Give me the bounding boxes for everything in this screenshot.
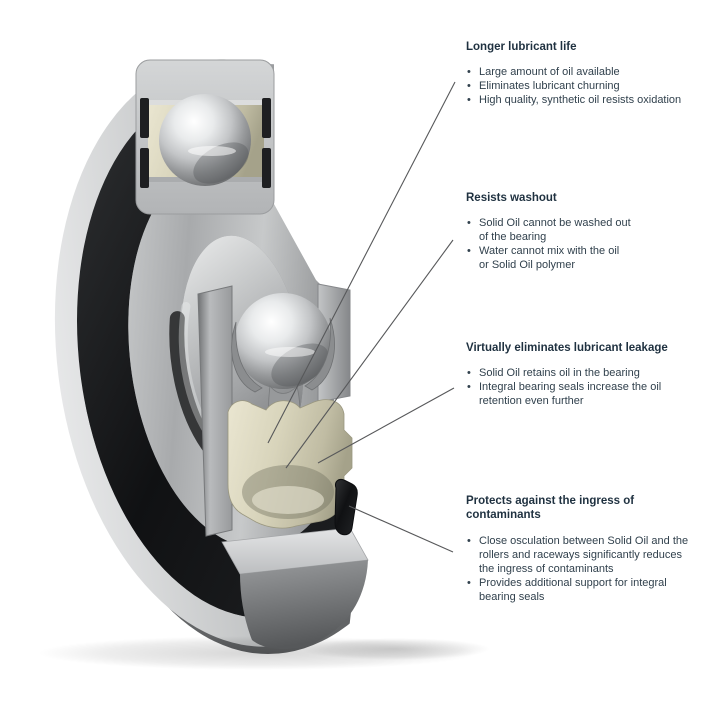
annotation-bullet: Integral bearing seals increase the oil … [466, 380, 705, 408]
seal-section-right-lower [262, 148, 271, 188]
leader-line-lubricant-life [267, 81, 456, 444]
bearing-ball-mid [235, 293, 331, 389]
annotation-block-contaminants: Protects against the ingress of contamin… [466, 494, 705, 604]
annotation-block-lubricant-life: Longer lubricant life Large amount of oi… [466, 40, 705, 107]
annotation-heading: Longer lubricant life [466, 41, 577, 53]
annotation-bullet: Close osculation between Solid Oil and t… [466, 534, 705, 576]
seal-section-left-upper [140, 98, 149, 138]
annotation-bullet-list: Solid Oil cannot be washed out of the be… [466, 216, 705, 272]
mid-section [197, 283, 369, 649]
cage-left-claw [231, 321, 263, 393]
annotation-bullet-list: Solid Oil retains oil in the bearing Int… [466, 366, 705, 408]
annotation-bullet-list: Close osculation between Solid Oil and t… [466, 534, 705, 604]
annotation-bullet: Large amount of oil available [466, 65, 705, 79]
inner-ring-front-face [240, 560, 368, 649]
top-section [135, 59, 275, 215]
leader-line-contaminants [348, 505, 454, 553]
annotation-heading: Resists washout [466, 192, 557, 204]
annotation-heading: Virtually eliminates lubricant leakage [466, 342, 668, 354]
annotation-heading: Protects against the ingress of contamin… [466, 495, 635, 521]
leader-line-leakage [317, 387, 455, 464]
annotation-block-washout: Resists washout Solid Oil cannot be wash… [466, 191, 705, 272]
integral-seal [334, 479, 358, 536]
annotation-bullet: Solid Oil retains oil in the bearing [466, 366, 705, 380]
leader-lines [267, 81, 456, 553]
annotation-bullet: Provides additional support for integral… [466, 576, 705, 604]
annotation-bullet-list: Large amount of oil available Eliminates… [466, 65, 705, 107]
solid-oil-pocket-light [252, 486, 324, 514]
ground-shadow-right [300, 638, 490, 660]
annotation-bullet: High quality, synthetic oil resists oxid… [466, 93, 705, 107]
seal-section-right-upper [262, 98, 271, 138]
annotation-bullet: Eliminates lubricant churning [466, 79, 705, 93]
cage-right-claw [304, 317, 335, 391]
ball-top-streak [188, 146, 236, 156]
ball-mid-streak [265, 347, 315, 357]
bearing-ball-top [159, 94, 251, 186]
annotation-block-leakage: Virtually eliminates lubricant leakage S… [466, 341, 705, 408]
annotation-bullet: Water cannot mix with the oil or Solid O… [466, 244, 705, 272]
leader-line-washout [285, 239, 454, 469]
annotation-bullet: Solid Oil cannot be washed out of the be… [466, 216, 705, 244]
outer-ring-cut-face-left [197, 285, 233, 537]
seal-section-left-lower [140, 148, 149, 188]
